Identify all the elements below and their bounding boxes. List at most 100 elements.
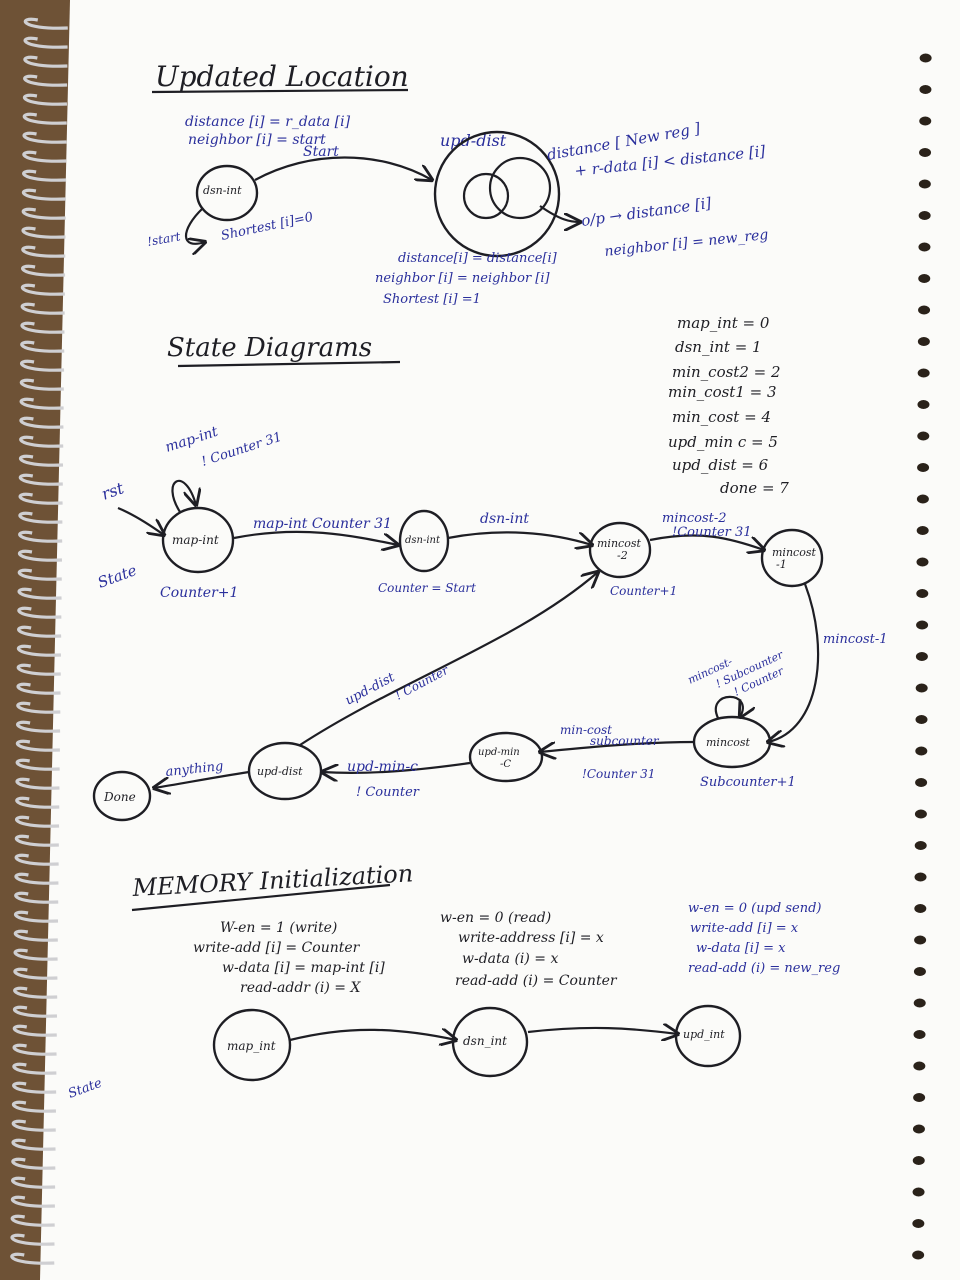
edge-map-to-dsn <box>233 530 398 545</box>
mem-col2-line-1: w-en = 0 (read) <box>440 910 551 926</box>
code-1: dsn_int = 1 <box>675 338 762 356</box>
state-heading-underline <box>177 360 401 368</box>
mem-col3-line-2: write-add [i] = x <box>690 921 799 936</box>
node-mincost1 <box>760 528 824 588</box>
punch-hole <box>913 1093 926 1102</box>
code-4: min_cost = 4 <box>672 408 771 426</box>
node-done-label: Done <box>103 790 136 804</box>
punch-hole <box>915 715 928 724</box>
init-line-1: distance [i] = r_data [i] <box>185 114 351 130</box>
spiral-ring <box>21 226 66 239</box>
punch-hole <box>918 242 931 252</box>
edge-mc-to-updmin-label-2: subcounter <box>590 734 660 748</box>
spiral-ring <box>23 17 68 30</box>
edge-dist-to-mc2 <box>299 572 598 746</box>
node-mincost2-label-1: mincost <box>597 537 641 550</box>
upd-dist-outer-loop <box>488 156 552 220</box>
mem-edge-2 <box>527 1028 678 1034</box>
mem-node-upd-int <box>674 1004 742 1068</box>
upd-dist-big-node <box>433 130 561 258</box>
edge-mc-to-updmin-label-1: min-cost <box>560 723 612 737</box>
upd-dist-label: upd-dist <box>440 131 507 150</box>
edge-mc2-to-mc1-label-1: mincost-2 <box>662 511 727 526</box>
spiral-ring <box>11 1119 56 1132</box>
punch-hole <box>912 1219 925 1228</box>
punch-hole <box>914 809 927 819</box>
punch-hole <box>912 1250 925 1260</box>
spiral-ring <box>17 587 62 600</box>
mem-node-upd-int-label: upd_int <box>683 1028 725 1041</box>
spiral-ring <box>14 815 60 828</box>
spiral-ring <box>14 834 59 847</box>
note-counter1: Counter+1 <box>160 585 238 601</box>
mem-col1-line-1: W-en = 1 (write) <box>220 920 337 936</box>
spiral-ring <box>12 1062 57 1075</box>
spiral-ring <box>22 93 68 106</box>
code-2: min_cost2 = 2 <box>672 363 781 381</box>
edge-dsn-to-mc2-label: dsn-int <box>480 511 529 527</box>
state-dsn-int-node <box>195 164 259 222</box>
init-line-2: neighbor [i] = start <box>188 132 326 148</box>
spiral-ring <box>14 872 59 885</box>
edge-dsn-to-mc2 <box>447 531 592 545</box>
note-counter1-b: Counter+1 <box>610 584 677 598</box>
spiral-ring <box>16 644 61 657</box>
heading-underline <box>151 88 409 94</box>
spiral-ring <box>13 948 58 961</box>
edge-mc2-to-mc1 <box>649 534 764 550</box>
code-5: upd_min c = 5 <box>668 433 778 451</box>
spiral-ring <box>11 1176 56 1189</box>
punch-hole <box>916 494 929 504</box>
start-label: !start <box>146 229 182 249</box>
dsn-int-self-loop <box>185 207 205 244</box>
spiral-ring <box>18 473 63 486</box>
spiral-ring <box>17 568 62 581</box>
spiral-ring <box>20 321 65 334</box>
node-dsn-int-label: dsn-int <box>405 535 441 546</box>
spiral-ring <box>19 435 64 448</box>
spiral-ring <box>22 150 67 163</box>
spiral-ring <box>11 1157 56 1170</box>
spiral-ring <box>12 1043 57 1056</box>
punch-hole <box>918 274 931 283</box>
spiral-ring <box>18 454 64 467</box>
spiral-ring <box>13 910 59 923</box>
edge-mc1-to-mc <box>768 583 820 742</box>
mem-col3-line-4: read-add (i) = new_reg <box>688 961 840 976</box>
node-mincost2-label-2: -2 <box>617 549 628 562</box>
node-upd-dist <box>247 741 323 801</box>
dsn-to-upd-arrow <box>254 156 432 181</box>
mem-node-map-int <box>212 1008 292 1082</box>
note-counter-start: Counter = Start <box>378 581 476 595</box>
state-code-list: map_int = 0 dsn_int = 1 min_cost2 = 2 mi… <box>668 314 789 497</box>
code-3: min_cost1 = 3 <box>668 383 777 401</box>
state-diagram-heading: State Diagrams <box>167 333 372 363</box>
punch-hole <box>919 85 932 94</box>
punch-hole <box>913 1061 926 1071</box>
note-subcounter: Subcounter+1 <box>700 775 796 790</box>
spiral-ring <box>13 967 58 980</box>
mem-col2-line-4: read-add (i) = Counter <box>455 973 618 989</box>
spiral-ring <box>23 55 68 68</box>
edge-mc2-to-mc1-label-2: !Counter 31 <box>672 525 752 540</box>
spiral-ring <box>19 359 65 372</box>
spiral-ring <box>14 853 59 866</box>
punch-hole <box>918 211 931 220</box>
spiral-ring <box>12 1081 57 1094</box>
spiral-ring <box>17 549 63 562</box>
spiral-ring <box>15 758 60 771</box>
upd-output-arrow <box>539 205 580 222</box>
updated-location-heading: Updated Location <box>155 60 409 93</box>
punch-hole <box>914 935 927 945</box>
spiral-ring <box>20 264 66 277</box>
spiral-ring <box>20 283 65 296</box>
punch-hole <box>917 368 930 378</box>
node-upd-min-c-label-2: -C <box>500 759 511 770</box>
node-mincost1-label-1: mincost <box>772 546 816 559</box>
punch-hole <box>913 967 926 976</box>
edge-dist-to-done-label: anything <box>165 759 224 780</box>
punch-hole <box>916 589 929 598</box>
punch-hole <box>917 337 930 346</box>
mem-col1-line-2: write-add [i] = Counter <box>193 940 361 956</box>
